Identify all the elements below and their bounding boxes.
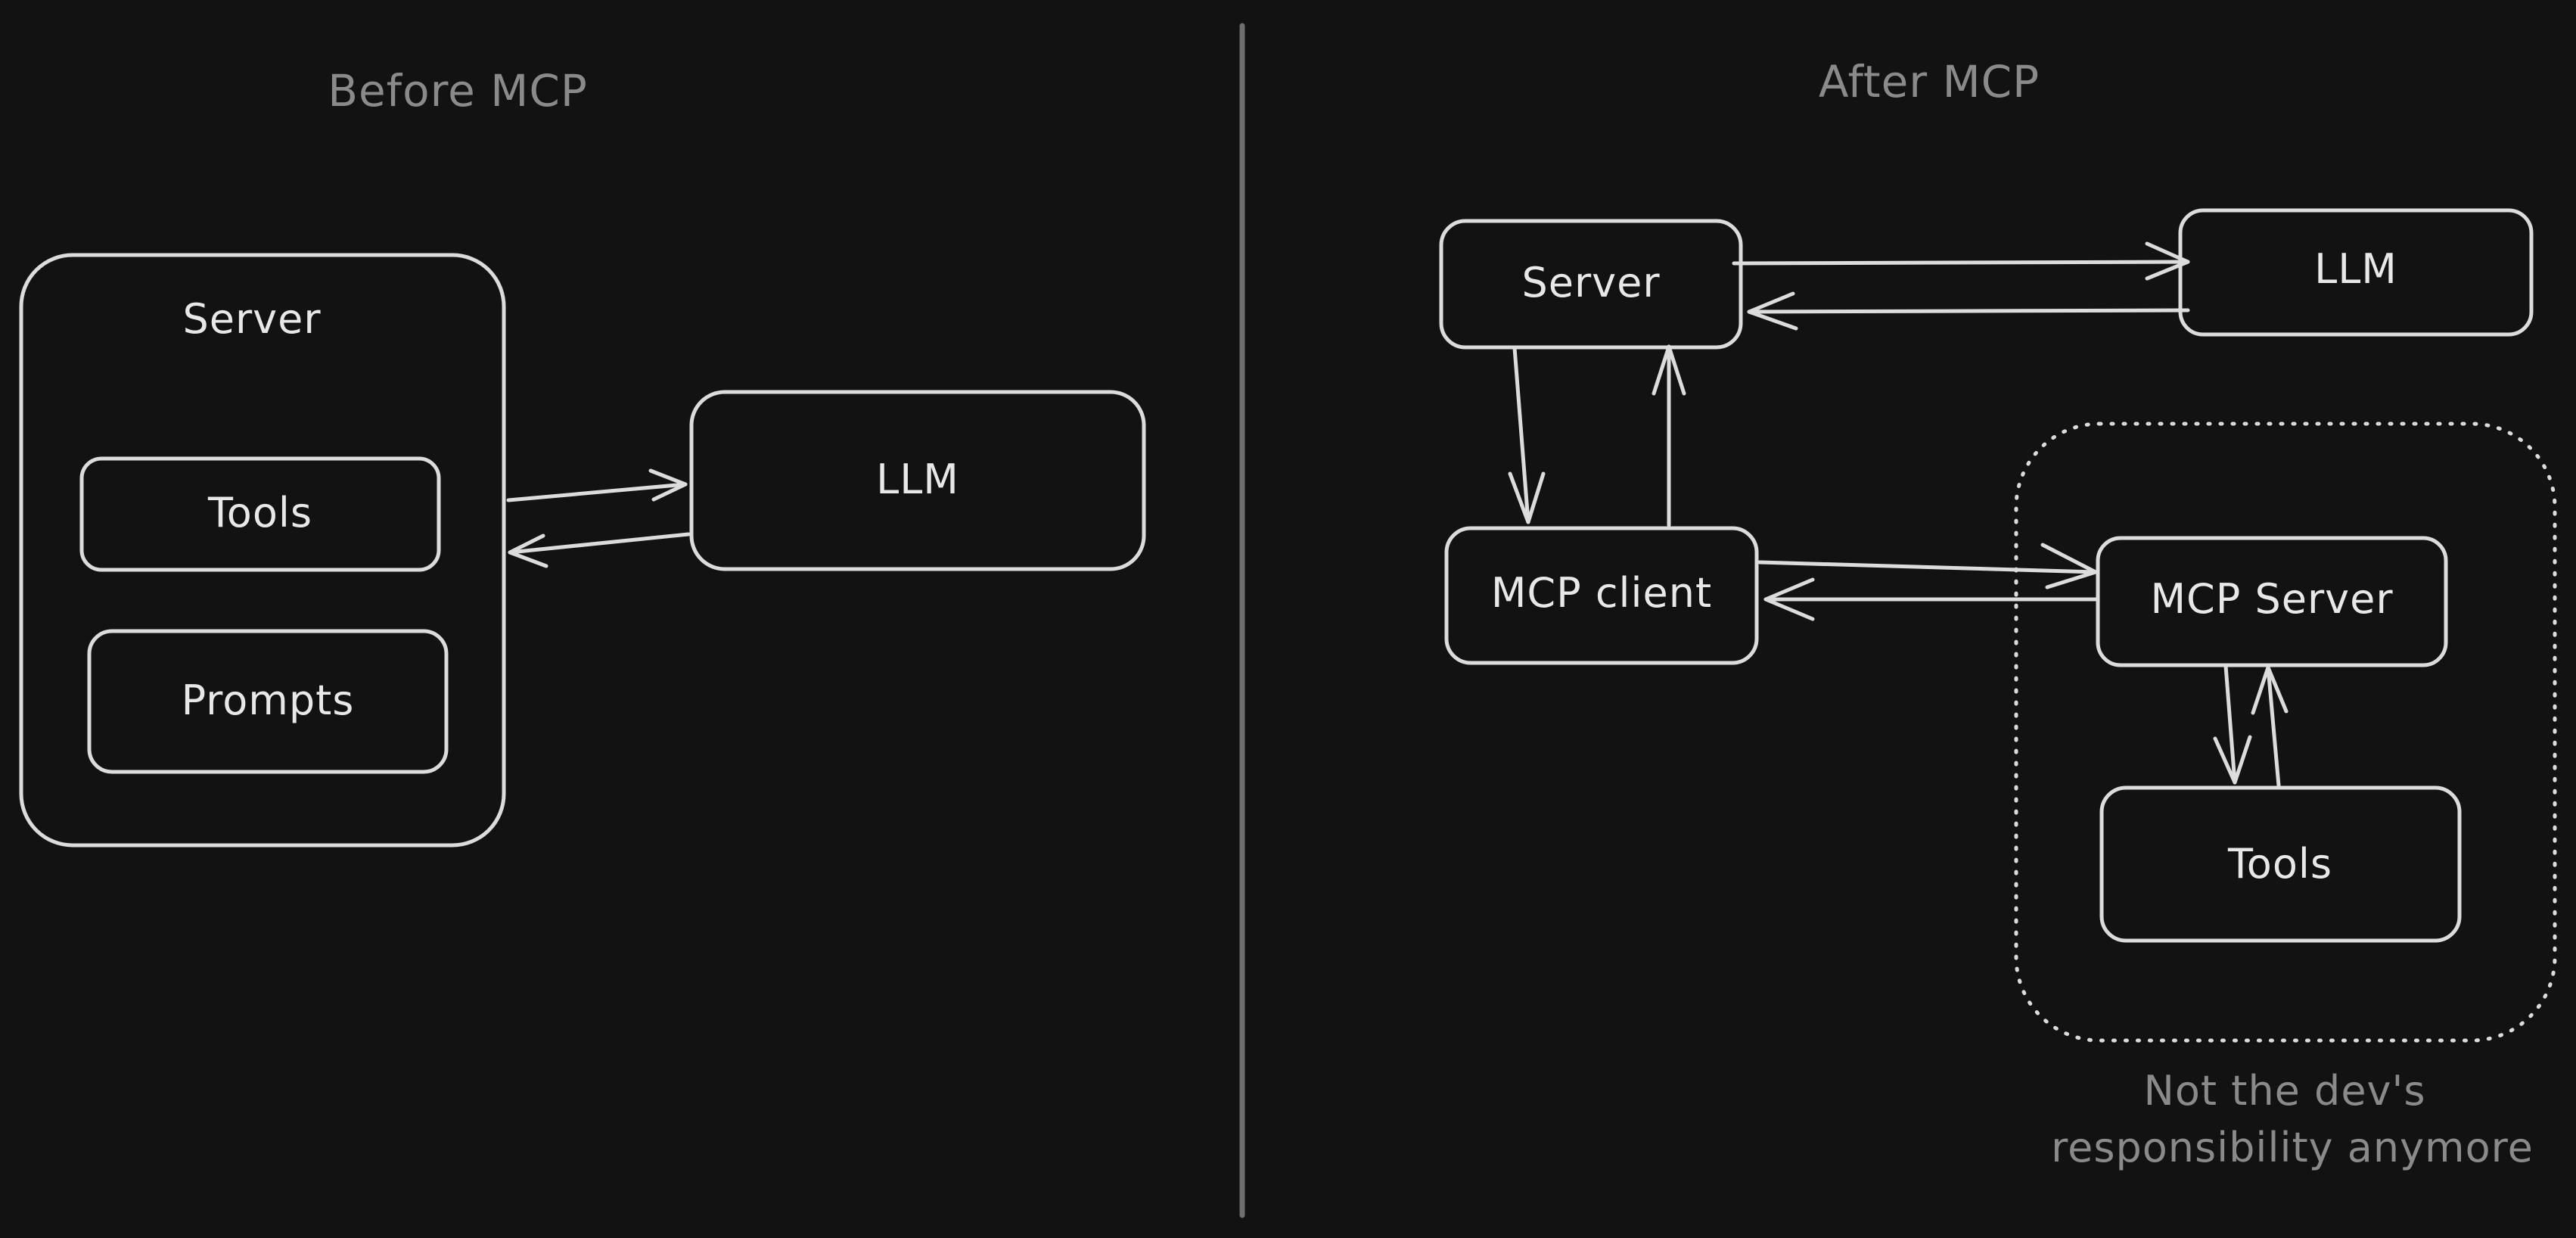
- after-arrow-mcp-server-to-tools: [2213, 664, 2252, 785]
- before-prompts-box: [87, 629, 449, 774]
- before-server-container: [19, 253, 506, 848]
- before-tools-label: Tools: [207, 489, 312, 537]
- after-arrow-tools-to-mcp-server: [2251, 665, 2289, 788]
- after-mcp-heading: After MCP: [1819, 56, 2040, 107]
- after-arrow-server-to-llm: [1732, 241, 2190, 281]
- responsibility-note-line2: responsibility anymore: [2051, 1124, 2534, 1171]
- after-arrow-server-to-client: [1508, 346, 1546, 524]
- before-arrow-server-to-llm: [506, 468, 688, 502]
- before-llm-box: [689, 390, 1146, 571]
- before-mcp-section: Before MCP Server Tools Prompts LLM: [19, 65, 1146, 848]
- after-arrow-client-to-server: [1652, 344, 1686, 527]
- responsibility-note-line1: Not the dev's: [2144, 1067, 2426, 1115]
- after-tools-box: [2099, 785, 2462, 943]
- after-tools-label: Tools: [2227, 840, 2332, 888]
- after-mcp-server-label: MCP Server: [2150, 575, 2393, 623]
- before-tools-box: [79, 456, 441, 572]
- before-llm-label: LLM: [876, 456, 959, 503]
- after-server-box: [1439, 219, 1743, 350]
- after-mcp-client-box: [1444, 526, 1759, 665]
- after-server-label: Server: [1521, 259, 1660, 306]
- before-mcp-heading: Before MCP: [328, 65, 588, 117]
- before-arrow-llm-to-server: [508, 532, 691, 568]
- after-mcp-client-label: MCP client: [1491, 569, 1712, 617]
- after-mcp-section: After MCP Server LLM MCP client MCP Serv…: [1439, 56, 2557, 1171]
- after-llm-box: [2178, 208, 2534, 337]
- before-server-label: Server: [182, 295, 321, 343]
- before-prompts-label: Prompts: [182, 677, 355, 724]
- after-arrow-llm-to-server: [1747, 291, 2190, 331]
- after-mcp-server-box: [2096, 536, 2448, 667]
- third-party-boundary: [2014, 421, 2557, 1043]
- after-arrow-client-to-mcp-server: [1757, 543, 2098, 589]
- after-llm-label: LLM: [2314, 245, 2397, 293]
- after-arrow-mcp-server-to-client: [1763, 577, 2098, 621]
